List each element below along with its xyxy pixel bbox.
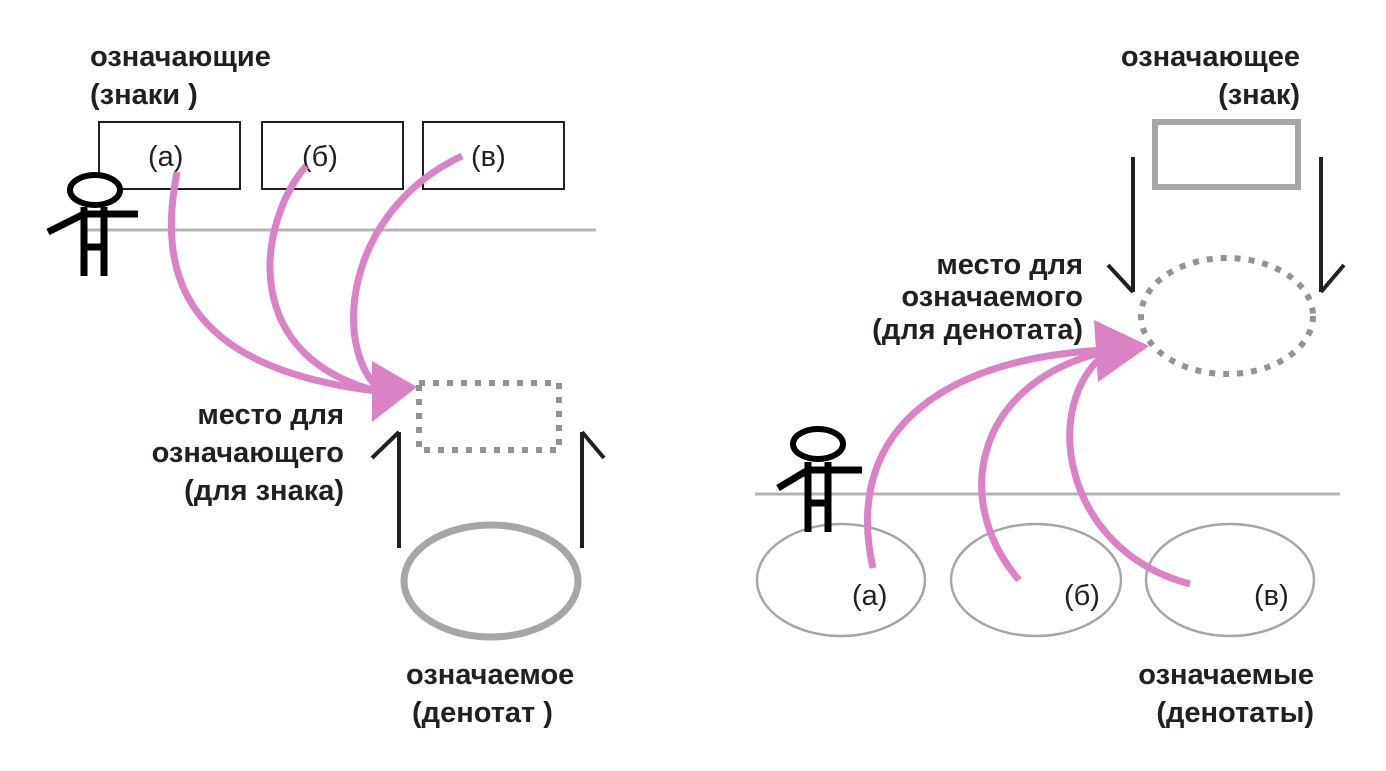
signified-place-label-line2: означаемого (901, 281, 1083, 313)
signified-place-oval (1138, 255, 1316, 377)
arrow-a (167, 171, 386, 396)
signifiers-label-line2: (знаки ) (90, 79, 198, 111)
down-arrow-left (1106, 157, 1135, 294)
sign-box-a-label: (а) (148, 141, 183, 173)
sign-box (1152, 119, 1301, 190)
arrow-c (350, 152, 464, 397)
denotatum-oval-c-label: (в) (1254, 580, 1289, 612)
denotatum-oval (400, 521, 582, 641)
signifier-place-label-line1: место для (197, 399, 344, 431)
denotatum-oval-c: (в) (1144, 522, 1316, 638)
signifier-place-box (416, 380, 562, 453)
denotatum-oval-a: (а) (755, 522, 927, 638)
sign-box-b-label: (б) (302, 141, 338, 173)
up-arrow-right (580, 430, 606, 548)
sign-box-c: (в) (422, 121, 565, 190)
signifieds-label-line2: (денотаты) (1156, 697, 1314, 729)
sign-box-b-frame (261, 121, 404, 190)
denotatum-oval-a-label: (а) (852, 580, 887, 612)
stick-figure-icon (776, 426, 862, 532)
arrow-c-right (1066, 349, 1191, 588)
down-arrow-right (1319, 157, 1346, 294)
sign-box-c-label: (в) (471, 141, 506, 173)
denotatum-oval-b-shape (949, 522, 1123, 638)
sign-box-c-frame (422, 121, 565, 190)
denotatum-oval-b-label: (б) (1064, 580, 1100, 612)
denotatum-oval-c-shape (1144, 522, 1316, 638)
signified-label-line2: (денотат ) (412, 697, 553, 729)
signifieds-label-line1: означаемые (1138, 659, 1314, 691)
denotatum-oval-a-shape (755, 522, 927, 638)
denotatum-oval-b: (б) (949, 522, 1123, 638)
right-panel: означающее (знак) место для означаемого … (755, 41, 1346, 729)
stick-figure-icon (46, 172, 138, 276)
up-arrow-left (370, 430, 401, 548)
sign-box-a: (а) (98, 121, 241, 190)
signified-place-label-line1: место для (936, 249, 1083, 281)
signifier-label-line1: означающее (1121, 41, 1300, 73)
arrow-a-right (864, 346, 1109, 569)
sign-box-a-frame (98, 121, 241, 190)
arrowhead-left (372, 361, 417, 422)
signified-place-label-line3: (для денотата) (872, 314, 1083, 346)
signifier-place-label-line2: означающего (152, 437, 344, 469)
signifier-label-line2: (знак) (1218, 79, 1300, 111)
arrow-b (266, 163, 386, 397)
sign-box-b: (б) (261, 121, 404, 190)
signifier-place-label-line3: (для знака) (184, 475, 344, 507)
arrowhead-right (1094, 320, 1149, 382)
left-panel: означающие (знаки ) (а) (б) (в) (46, 41, 606, 729)
arrow-b-right (978, 347, 1109, 583)
signifiers-label-line1: означающие (90, 41, 271, 73)
signified-label-line1: означаемое (406, 659, 574, 691)
